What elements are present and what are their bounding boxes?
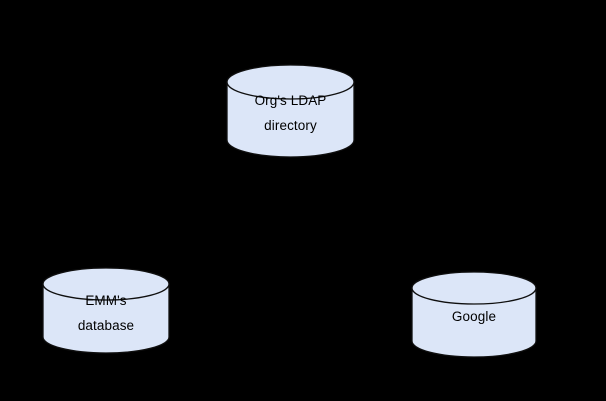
diagram-node-google[interactable]: Google	[411, 271, 537, 358]
database-cylinder-icon	[42, 267, 170, 354]
diagram-node-org-ldap-directory[interactable]: Org's LDAP directory	[226, 64, 355, 158]
database-cylinder-icon	[411, 271, 537, 358]
diagram-node-emm-database[interactable]: EMM's database	[42, 267, 170, 354]
database-cylinder-icon	[226, 64, 355, 158]
